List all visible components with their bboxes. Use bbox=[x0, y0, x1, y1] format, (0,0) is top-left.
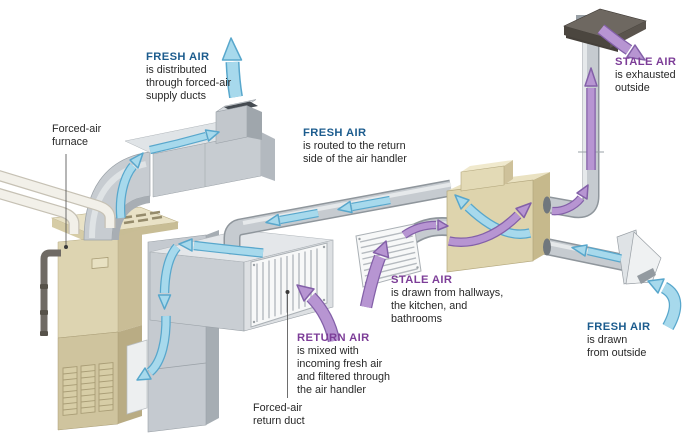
label-return-air-mixed: RETURN AIR is mixed with incoming fresh … bbox=[297, 332, 391, 396]
furnace-louvers bbox=[62, 362, 114, 416]
label-fresh-air-supply: FRESH AIR is distributed through forced-… bbox=[146, 51, 232, 102]
hrv-intake-port bbox=[543, 238, 551, 256]
label-fresh-air-outside: FRESH AIR is drawn from outside bbox=[587, 321, 651, 359]
return-grille bbox=[250, 242, 328, 328]
fresh-arrow-round-duct-1 bbox=[337, 195, 391, 214]
stale-arrow-elbow-up bbox=[551, 184, 589, 216]
stale-air-arrows bbox=[296, 24, 646, 343]
furnace-top-vents bbox=[121, 210, 163, 225]
fresh-arrow-plenum-top bbox=[178, 238, 264, 258]
stale-arrow-riser-up bbox=[584, 67, 598, 170]
fresh-arrow-from-outside bbox=[647, 278, 682, 331]
stale-arrow-exhaust-out bbox=[597, 24, 646, 61]
label-forced-air-furnace: Forced-air furnace bbox=[52, 123, 102, 148]
label-stale-air-exhausted: STALE AIR is exhausted outside bbox=[615, 56, 677, 94]
hrv-exhaust-port bbox=[543, 196, 551, 214]
return-plenum bbox=[149, 229, 334, 332]
fresh-arrow-into-furnace bbox=[136, 315, 171, 381]
label-title: FRESH AIR bbox=[587, 321, 651, 333]
label-title: STALE AIR bbox=[391, 274, 453, 286]
roof-cap bbox=[563, 8, 647, 52]
stale-arrow-hrv-cross bbox=[447, 202, 532, 247]
gas-pipe bbox=[40, 249, 61, 336]
intake-hood bbox=[616, 229, 662, 285]
flue-pipes bbox=[0, 170, 116, 234]
hrv-unit bbox=[446, 160, 551, 273]
label-title: RETURN AIR bbox=[297, 332, 370, 344]
fresh-arrow-supply-duct bbox=[149, 129, 220, 155]
furnace-pointer bbox=[64, 154, 68, 249]
label-stale-air-drawn: STALE AIR is drawn from hallways, the ki… bbox=[391, 274, 504, 325]
fresh-arrow-register-up bbox=[221, 37, 243, 99]
return-duct-pointer bbox=[285, 290, 290, 398]
stale-arrow-into-grille bbox=[359, 240, 390, 309]
label-fresh-air-routed: FRESH AIR is routed to the return side o… bbox=[303, 127, 407, 165]
furnace bbox=[40, 206, 180, 431]
label-title: FRESH AIR bbox=[146, 51, 210, 63]
fresh-arrow-furnace-elbow bbox=[115, 152, 144, 219]
filter-slot bbox=[126, 339, 148, 415]
fresh-arrow-round-duct-2 bbox=[265, 208, 319, 227]
register-boot bbox=[215, 99, 262, 144]
label-title: STALE AIR bbox=[615, 56, 677, 68]
stale-arrow-return-grille bbox=[296, 284, 341, 343]
label-title: FRESH AIR bbox=[303, 127, 367, 139]
pointer-lines bbox=[64, 154, 290, 398]
furnace-badge bbox=[91, 257, 109, 269]
stale-arrow-grille-elbow bbox=[401, 219, 449, 239]
fresh-arrow-intake-duct bbox=[571, 244, 622, 263]
fresh-arrow-drop-down bbox=[157, 243, 181, 310]
fresh-air-arrows bbox=[115, 37, 682, 381]
hrv-lid bbox=[460, 160, 513, 192]
label-forced-air-return-duct: Forced-air return duct bbox=[253, 402, 305, 427]
